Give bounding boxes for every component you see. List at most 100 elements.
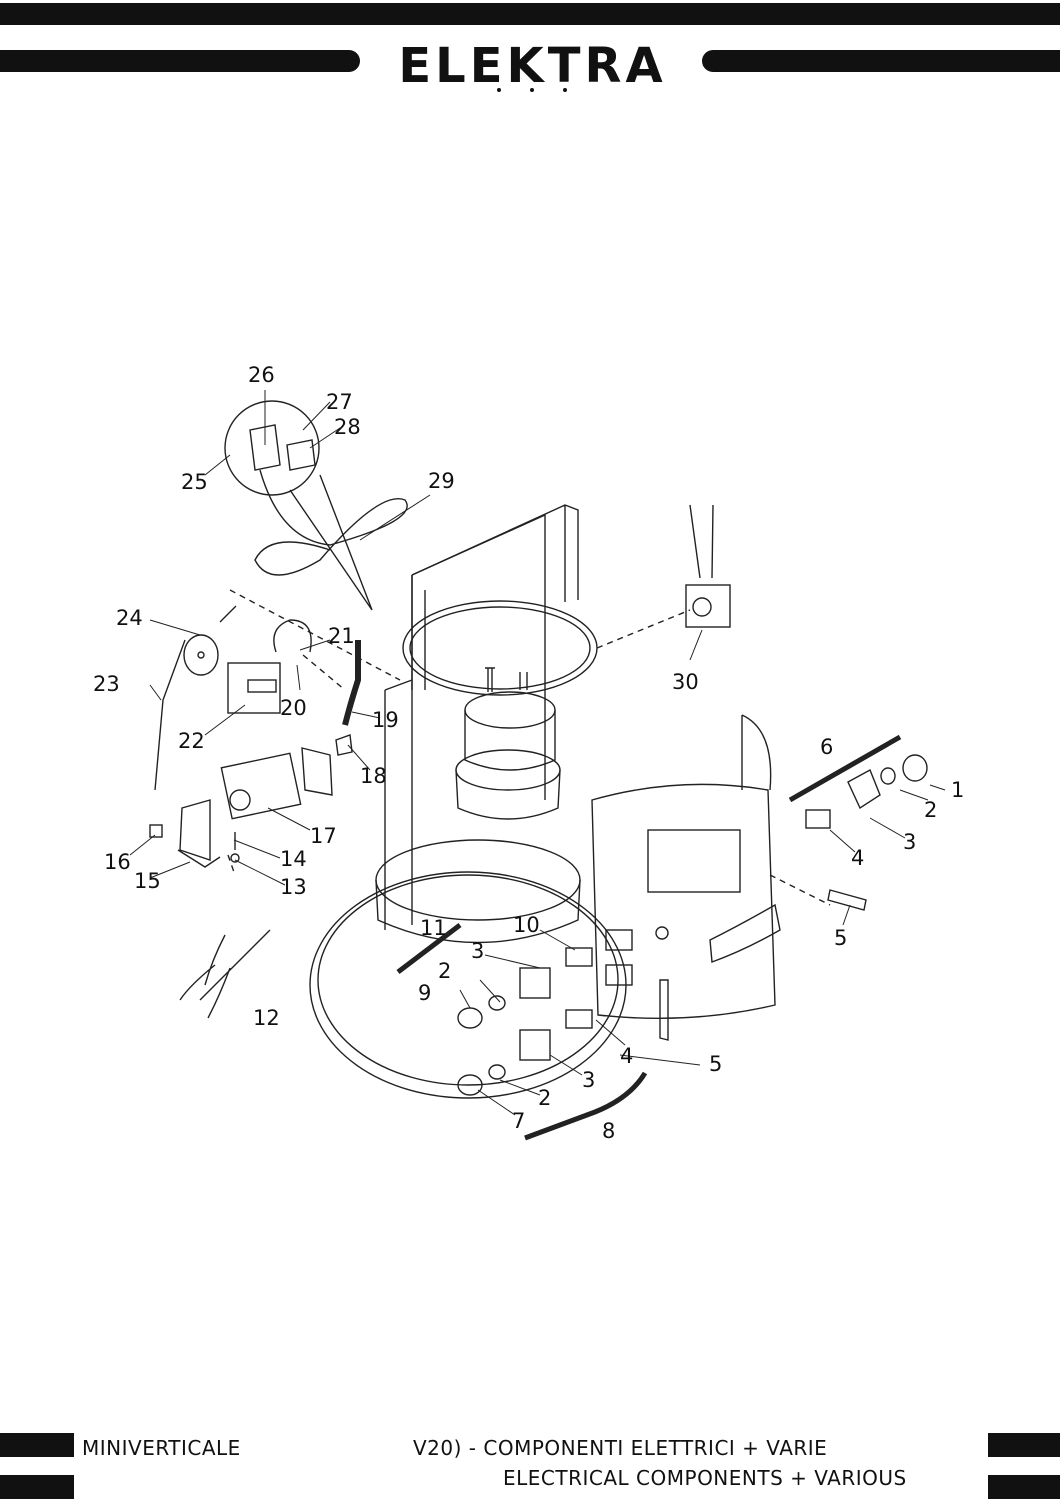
power-cable [254,469,408,576]
washer-2-top [488,995,506,1011]
callout-2a: 2 [924,798,937,822]
capillary-coil [273,619,312,653]
knob-9 [457,1007,483,1029]
detail-leader [289,474,373,611]
boiler-lower-body [455,769,561,820]
lamp-cap [655,926,669,940]
switch-housing-side [847,769,881,810]
header-right-bar [702,50,1060,72]
footer-model-name: MINIVERTICALE [82,1436,241,1460]
callout-25: 25 [181,470,208,494]
callout-5a: 5 [834,926,847,950]
solenoid-valve-wires [689,504,714,579]
tube-elbow [335,734,353,756]
steam-tube [342,640,361,726]
switch-window-2 [605,964,633,986]
callout-3b: 3 [582,1068,595,1092]
callout-21: 21 [328,624,355,648]
callout-7: 7 [512,1109,525,1133]
drip-tray-body [375,879,581,944]
callout-30: 30 [672,670,699,694]
callout-2b: 2 [538,1086,551,1110]
switch-10 [565,947,593,967]
washer-2-side [880,767,896,785]
callout-16: 16 [104,850,131,874]
boiler-top [464,691,556,729]
callout-22: 22 [178,729,205,753]
callout-13: 13 [280,875,307,899]
callout-27: 27 [326,390,353,414]
indicator-lamp-side [827,889,867,911]
callout-detail-circle [224,400,320,496]
callout-1: 1 [951,778,964,802]
knob-7 [457,1074,483,1096]
fitting-16 [149,824,163,838]
base-plate-rim [317,874,619,1086]
pressure-switch-terminal [247,679,277,693]
wiring-harness [179,929,271,1019]
leader-lines [129,390,946,1116]
footer-left-bar-top [0,1433,74,1457]
pump-mount-bracket [177,799,221,868]
footer-right-bar-bottom [988,1475,1060,1499]
pressure-gauge [183,634,219,676]
solenoid-valve-hole [692,597,712,617]
callout-19: 19 [372,708,399,732]
solenoid-valve [685,584,731,628]
brace-11 [396,923,462,974]
brace-6 [788,734,902,803]
panel-window-top [647,829,741,893]
drip-tray [375,839,581,921]
front-switch-housing-top [519,967,551,999]
callout-20: 20 [280,696,307,720]
panel-grip [709,903,781,963]
callout-2c: 2 [438,959,451,983]
callout-8: 8 [602,1119,615,1143]
pump-bracket [301,747,333,796]
footer-title-english: ELECTRICAL COMPONENTS + VARIOUS [503,1466,907,1490]
callout-5b: 5 [709,1052,722,1076]
indicator-lamp-front [659,979,669,1041]
callout-labels: 1 2 3 4 5 6 2 3 4 5 7 8 2 3 9 10 11 12 1… [93,363,964,1143]
footer-left-bar-bottom [0,1475,74,1499]
footer-right-bar-top [988,1433,1060,1457]
boiler-terminal-2 [519,672,528,690]
header-top-bar [0,3,1060,25]
callout-18: 18 [360,764,387,788]
header-left-bar [0,50,360,72]
top-ring-inner [409,606,591,690]
callout-28: 28 [334,415,361,439]
switch-4-side [805,809,831,829]
knob-1 [902,754,928,782]
callout-10: 10 [513,913,540,937]
switch-window-1 [605,929,633,951]
callout-4a: 4 [851,846,864,870]
callout-12: 12 [253,1006,280,1030]
callout-15: 15 [134,869,161,893]
callout-26: 26 [248,363,275,387]
main-column [384,513,546,930]
frame-handle [411,504,579,690]
switch-4-front [565,1009,593,1029]
side-panel [591,783,776,1020]
brand-logo: ELEKTRA [398,38,667,94]
pump [220,752,302,820]
brand-logo-dots [497,88,567,92]
top-ring [402,600,598,696]
pump-outlet [229,789,251,811]
brace-8 [524,1071,648,1141]
callout-9: 9 [418,981,431,1005]
footer-title-italian: V20) - COMPONENTI ELETTRICI + VARIE [413,1436,828,1460]
front-switch-housing-bottom [519,1029,551,1061]
washer-2-bottom [488,1064,506,1080]
pressure-switch [227,662,281,714]
dashed-guide-lines [227,589,831,906]
callout-3a: 3 [903,830,916,854]
callout-11: 11 [420,916,447,940]
washer-13 [230,853,240,863]
pressure-gauge-center [197,651,205,659]
callout-23: 23 [93,672,120,696]
gauge-tube [154,605,237,791]
callout-29: 29 [428,469,455,493]
